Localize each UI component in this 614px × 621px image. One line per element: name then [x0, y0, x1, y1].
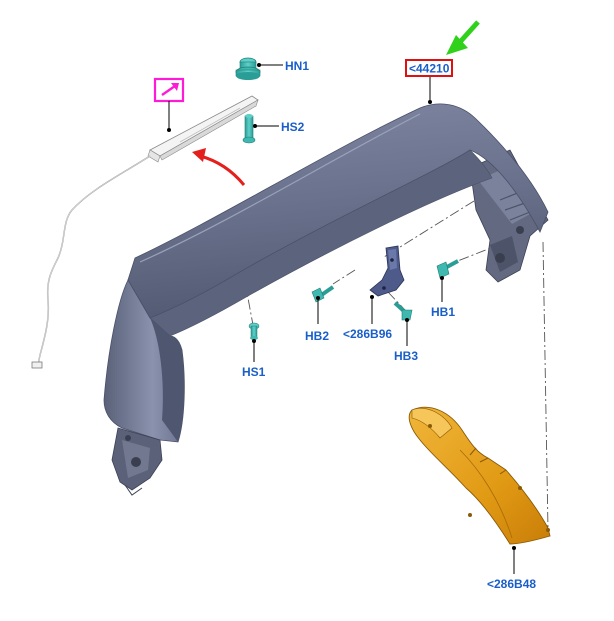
rotation-arrow-icon — [192, 148, 246, 186]
pointer-arrow-icon — [446, 20, 480, 55]
left-mounting-bracket — [111, 427, 163, 496]
high-mount-stop-lamp — [147, 95, 259, 163]
callout-286b48[interactable]: <286B48 — [487, 577, 536, 591]
callout-hb2[interactable]: HB2 — [305, 329, 329, 343]
spoiler-body — [103, 103, 549, 443]
leader-lines — [167, 63, 516, 574]
hs1-stud — [248, 322, 260, 340]
callout-hb3[interactable]: HB3 — [394, 349, 418, 363]
callout-hb1[interactable]: HB1 — [431, 305, 455, 319]
hn1-nut — [235, 57, 261, 80]
callout-286b96[interactable]: <286B96 — [343, 327, 392, 341]
callout-hn1[interactable]: HN1 — [285, 59, 309, 73]
bracket-286b96 — [369, 245, 405, 297]
external-link-icon[interactable] — [153, 77, 185, 103]
highlight-box — [405, 59, 453, 77]
lamp-wiring-harness — [31, 155, 151, 369]
hb3-bolt — [393, 301, 413, 321]
cover-286b48 — [408, 406, 551, 545]
hs2-stud — [242, 114, 256, 144]
callout-hs2[interactable]: HS2 — [281, 120, 305, 134]
hb1-bolt — [436, 259, 459, 279]
hb2-bolt — [311, 285, 335, 303]
callout-44210[interactable]: <44210 — [409, 62, 450, 76]
callout-hs1[interactable]: HS1 — [242, 365, 266, 379]
callout-labels: <44210 HN1 HS2 HS1 HB2 <286B96 HB3 HB1 <… — [242, 59, 536, 591]
